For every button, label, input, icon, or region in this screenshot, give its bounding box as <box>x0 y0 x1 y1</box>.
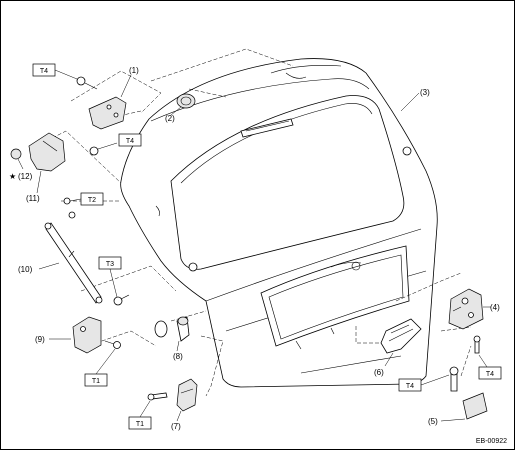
part-label-11: (11) <box>26 194 40 203</box>
part-label-8: (8) <box>173 352 183 361</box>
stopper-part <box>154 316 190 352</box>
torque-box-t4-top: T4 <box>32 63 78 80</box>
svg-text:T4: T4 <box>40 68 48 75</box>
part-label-4: (4) <box>490 303 500 312</box>
svg-text:T4: T4 <box>406 383 414 390</box>
hinge-bolts <box>76 76 118 156</box>
svg-text:T1: T1 <box>136 421 144 428</box>
lower-hinge-part <box>49 316 121 354</box>
torque-box-t1-cover: T1 <box>128 400 152 430</box>
gas-stay-part <box>38 222 103 304</box>
stay-bracket-part <box>28 132 66 194</box>
torque-box-t3: T3 <box>98 256 122 298</box>
part-label-2: (2) <box>165 114 175 123</box>
torque-box-t2: T2 <box>80 192 104 206</box>
latch-cover-part <box>147 378 198 422</box>
hinge-part <box>88 74 132 130</box>
part-label-3: (3) <box>420 88 430 97</box>
stay-lower-bolt <box>113 294 130 306</box>
license-lamp-part <box>380 318 422 367</box>
part-label-6: (6) <box>374 368 384 377</box>
latch-part <box>448 288 491 354</box>
figure-code: EB-00922 <box>476 438 507 445</box>
svg-text:T3: T3 <box>106 261 114 268</box>
svg-text:T4: T4 <box>486 371 494 378</box>
tailgate-panel <box>120 58 438 388</box>
clip-part <box>10 148 24 170</box>
torque-box-t4-latch: T4 <box>478 354 502 380</box>
part-label-12: (12) <box>18 172 33 181</box>
striker-part <box>440 366 488 422</box>
part-label-5: (5) <box>428 417 438 426</box>
part-label-7: (7) <box>171 422 181 431</box>
part-label-1: (1) <box>129 66 139 75</box>
grommet-part <box>170 93 196 116</box>
part-label-10: (10) <box>18 265 33 274</box>
torque-box-t4-striker: T4 <box>398 374 450 392</box>
svg-text:T1: T1 <box>92 378 100 385</box>
leader-3 <box>400 92 420 112</box>
star-symbol: ★ <box>9 172 16 181</box>
torque-box-t1-hinge: T1 <box>84 348 116 387</box>
part-label-9: (9) <box>35 335 45 344</box>
svg-text:T4: T4 <box>126 138 134 145</box>
torque-box-t4-hinge: T4 <box>118 133 142 147</box>
stay-upper-bolts <box>63 197 82 219</box>
svg-text:T2: T2 <box>88 197 96 204</box>
